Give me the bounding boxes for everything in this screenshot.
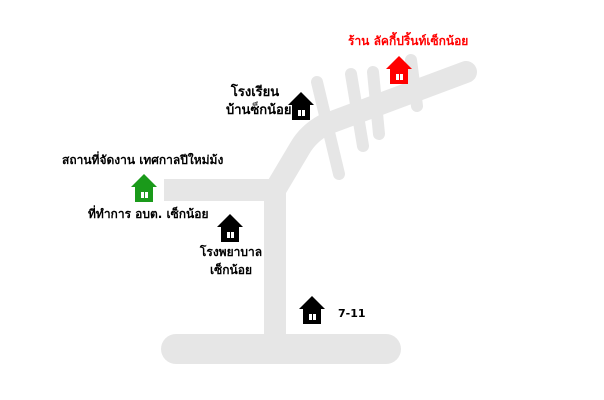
hospital-label: โรงพยาบาล เซ็กน้อย [196, 243, 266, 279]
shop-house-icon[interactable] [386, 56, 412, 84]
venue-label-top: สถานที่จัดงาน เทศกาลปีใหม่ม้ง [62, 153, 224, 167]
school-house-icon[interactable] [288, 92, 314, 120]
road-network [161, 54, 477, 364]
hospital-label-line1: โรงพยาบาล [199, 245, 263, 259]
hospital-label-line2: เซ็กน้อย [210, 263, 252, 277]
venue-house-icon[interactable] [131, 174, 157, 202]
shop-label: ร้าน ลัคกี้ปริ้นท์เซ็กน้อย [348, 34, 469, 48]
store-label: 7-11 [338, 307, 366, 320]
store-house-icon[interactable] [299, 296, 325, 324]
venue-label-bottom: ที่ทำการ อบต. เซ็กน้อย [88, 207, 209, 221]
school-label-line1: โรงเรียน [230, 85, 280, 100]
cross-street-1 [311, 76, 345, 180]
cross-street-2 [345, 68, 369, 152]
school-label: โรงเรียน บ้านซ็กน้อย [226, 84, 292, 120]
cross-street-3 [367, 66, 385, 140]
school-label-line2: บ้านซ็กน้อย [226, 103, 292, 118]
cross-street-4 [405, 54, 423, 112]
hospital-house-icon[interactable] [217, 214, 243, 242]
